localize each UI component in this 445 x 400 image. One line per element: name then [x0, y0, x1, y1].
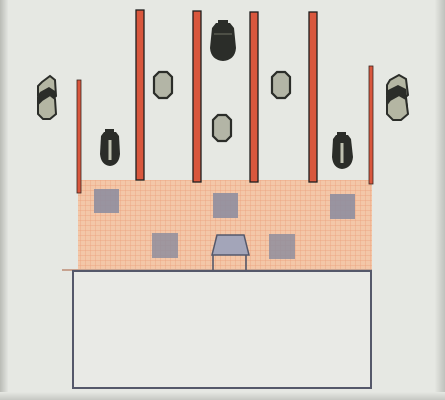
stacked-plates-icon — [37, 74, 58, 120]
barrel-icon — [213, 193, 238, 218]
paper-target-icon — [332, 132, 353, 169]
screen-edge-right — [435, 0, 445, 400]
wall-3 — [192, 10, 202, 183]
paper-target-icon — [210, 20, 236, 61]
paper-target-icon — [100, 129, 120, 166]
screen-edge-bottom — [0, 392, 445, 400]
wall-2 — [135, 9, 145, 181]
stacked-plates-icon — [386, 73, 410, 121]
walls — [76, 9, 374, 194]
wall-left — [76, 79, 82, 194]
wall-4 — [249, 11, 259, 183]
steel-plate-icon — [152, 70, 174, 100]
barrel-icon — [152, 233, 178, 258]
barrel-icon — [330, 194, 355, 219]
steel-plate-icon — [270, 70, 292, 100]
barrel-icon — [94, 189, 119, 213]
wall-right — [368, 65, 374, 185]
safe-area — [72, 270, 372, 389]
steel-plate-icon — [211, 113, 233, 143]
screen-edge-left — [0, 0, 8, 400]
barrel-icon — [269, 234, 295, 259]
wall-5 — [308, 11, 318, 183]
